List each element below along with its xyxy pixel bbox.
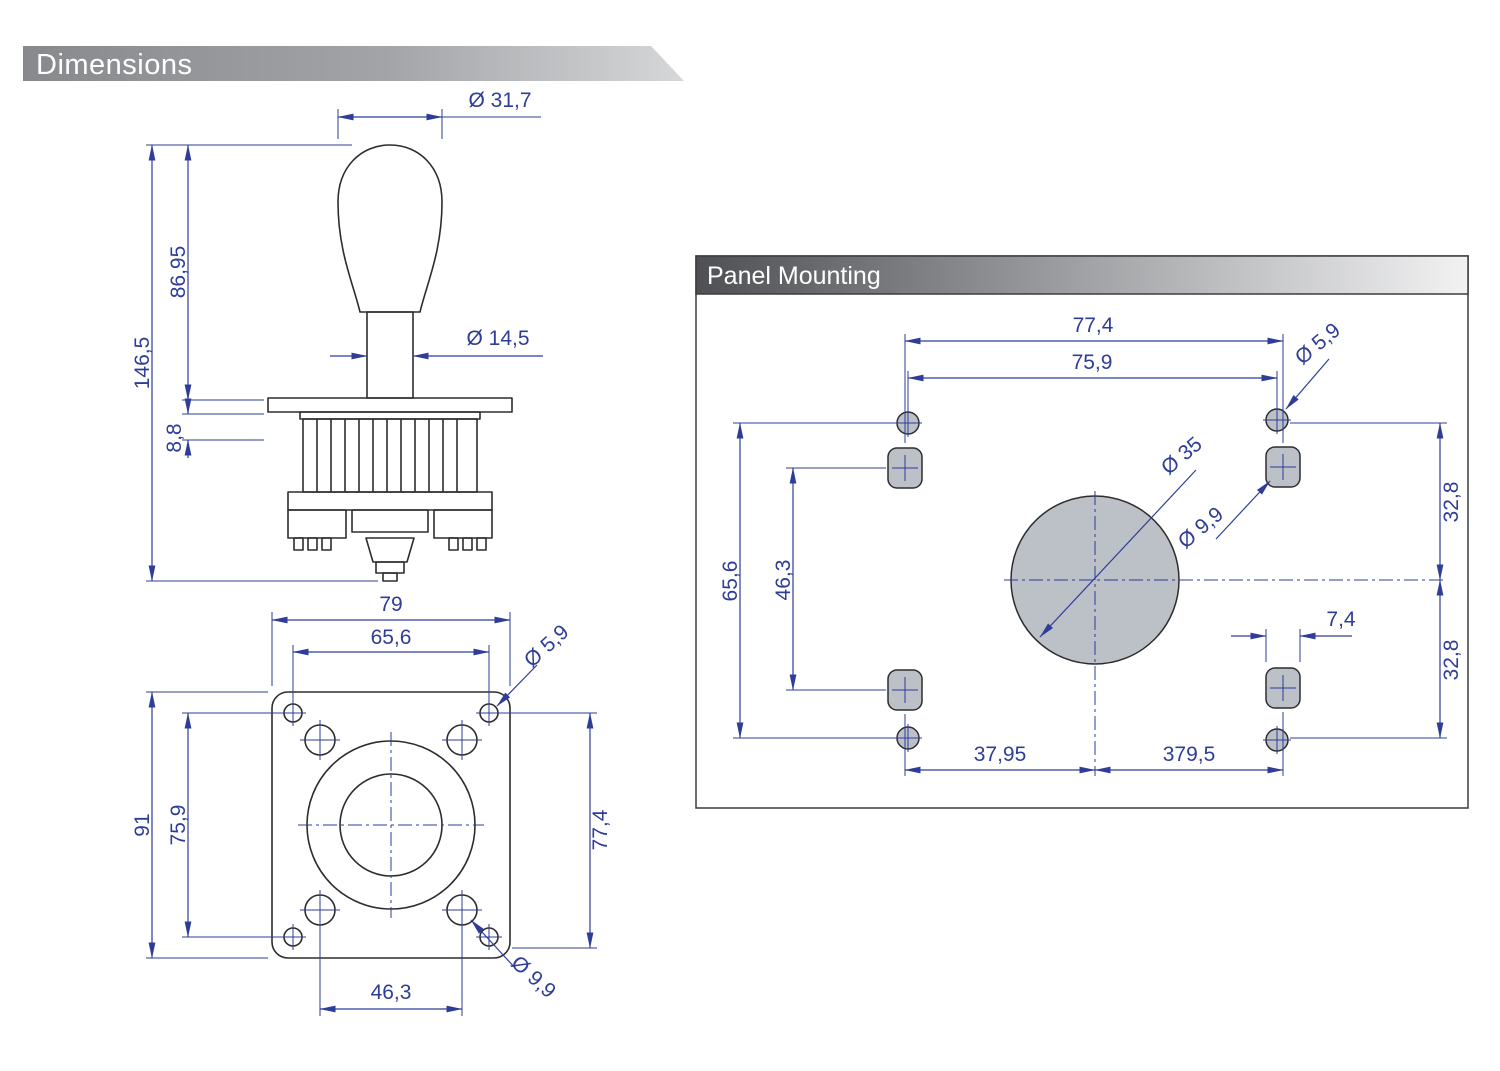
flange-offset-label: 8,8 xyxy=(163,423,186,452)
panel-hole-crosses xyxy=(892,406,1296,754)
panel-right-top-label: 32,8 xyxy=(1440,482,1463,523)
small-hole-leader xyxy=(496,664,538,707)
bottom-span-extension-lines xyxy=(319,927,463,1016)
joystick-knob xyxy=(337,144,443,313)
right-span-extension-lines xyxy=(500,712,597,949)
panel-top-extension-lines xyxy=(904,334,1284,443)
center-block xyxy=(351,509,429,533)
flange-washer xyxy=(299,411,481,420)
panel-center-hole-leader xyxy=(1039,469,1197,638)
panel-slot-width-label: 7,4 xyxy=(1326,608,1356,631)
left-microswitch xyxy=(287,509,347,539)
panel-mounting-section: Panel Mounting 77,4 75,9 Ø 5,9 Ø 35 xyxy=(695,255,1469,809)
joystick-shaft xyxy=(366,311,414,399)
actuator xyxy=(365,537,415,563)
joystick-bottom-view: 79 65,6 Ø 5,9 91 75,9 77,4 46,3 Ø 9,9 xyxy=(131,593,612,1016)
upper-height-label: 86,95 xyxy=(167,246,190,299)
body-ribs xyxy=(316,419,458,492)
panel-header-title: Panel Mounting xyxy=(707,262,881,290)
hole-center-crosses xyxy=(280,700,502,950)
large-hole-diameter-label: Ø 9,9 xyxy=(507,951,561,1002)
side-view-outline xyxy=(267,144,513,582)
panel-drawing xyxy=(887,406,1447,776)
joystick-side-view: Ø 31,7 146,5 86,95 8,8 Ø 14,5 xyxy=(131,89,543,582)
height-extension-lines xyxy=(146,144,378,582)
panel-small-hole-leader xyxy=(1285,358,1330,410)
center-crosshair xyxy=(298,732,484,918)
knob-diameter-extension-lines xyxy=(337,109,443,139)
joystick-body xyxy=(302,418,478,493)
plate-height-label: 91 xyxy=(131,813,154,836)
panel-header-bar xyxy=(695,255,1469,295)
shaft-diameter-label: Ø 14,5 xyxy=(466,327,529,350)
right-span-label: 77,4 xyxy=(589,809,612,850)
panel-bottom-extension-lines xyxy=(904,712,1284,776)
panel-right-extension-lines xyxy=(1290,422,1447,739)
dimensions-banner: Dimensions xyxy=(23,46,684,81)
actuator-collar xyxy=(375,561,405,574)
panel-top-span-label: 77,4 xyxy=(1073,314,1114,337)
panel-left-span-label: 65,6 xyxy=(719,561,742,602)
hole-spacing-x-label: 65,6 xyxy=(371,626,412,649)
dimensions-banner-title: Dimensions xyxy=(36,49,193,81)
panel-bottom-right-label: 379,5 xyxy=(1163,743,1216,766)
hole-spacing-y-label: 75,9 xyxy=(167,805,190,846)
panel-inner-top-span-label: 75,9 xyxy=(1072,351,1113,374)
bottom-view-outline xyxy=(271,691,511,959)
right-microswitch xyxy=(433,509,493,539)
actuator-tip xyxy=(382,572,398,582)
side-view-dimensions: Ø 31,7 146,5 86,95 8,8 Ø 14,5 xyxy=(131,89,543,582)
panel-large-hole-leader xyxy=(1215,480,1271,540)
width-extension-lines xyxy=(271,612,511,686)
base-flange xyxy=(287,491,493,511)
panel-left-extension-lines xyxy=(733,422,896,739)
total-height-label: 146,5 xyxy=(131,337,154,390)
switch-terminals xyxy=(293,537,487,551)
left-extension-lines xyxy=(146,691,282,959)
panel-inner-left-span-label: 46,3 xyxy=(772,560,795,601)
dimensions-banner-shape xyxy=(23,46,684,81)
knob-diameter-label: Ø 31,7 xyxy=(468,89,531,112)
large-hole-leader xyxy=(470,919,517,970)
bottom-span-label: 46,3 xyxy=(371,981,412,1004)
panel-bottom-left-label: 37,95 xyxy=(974,743,1027,766)
mounting-flange xyxy=(267,397,513,413)
panel-centerlines xyxy=(1004,491,1447,776)
small-hole-diameter-label: Ø 5,9 xyxy=(520,620,574,671)
width-label: 79 xyxy=(379,593,402,616)
panel-right-bottom-label: 32,8 xyxy=(1440,640,1463,681)
